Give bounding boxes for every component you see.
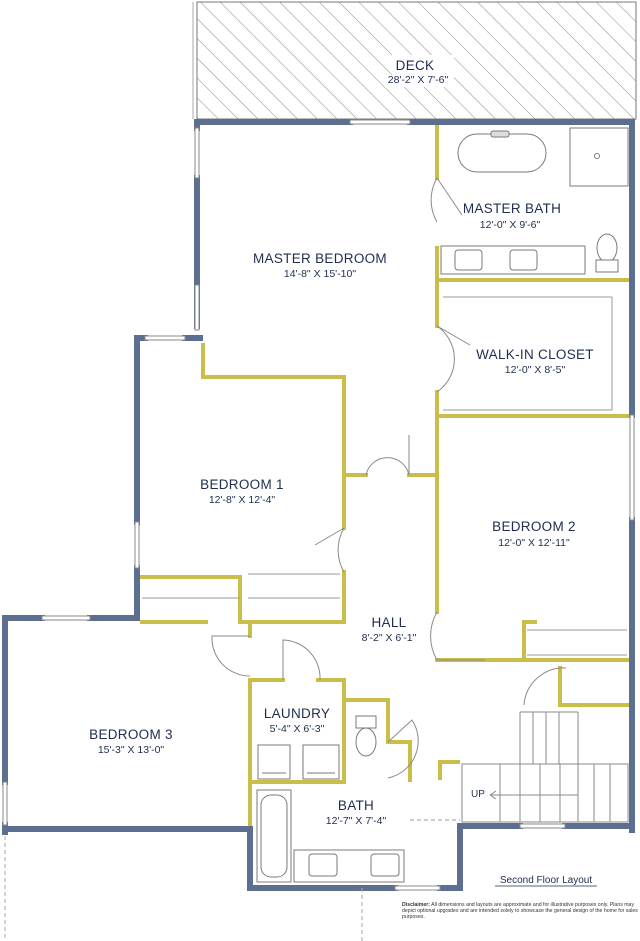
master-bedroom-dims: 14'-8" X 15'-10" <box>284 268 356 280</box>
bath-fixtures <box>256 789 405 883</box>
bedroom1-name: BEDROOM 1 <box>200 477 284 492</box>
laundry-name: LAUNDRY <box>264 706 330 721</box>
deck-name: DECK <box>396 58 435 73</box>
hall-dims: 8'-2" X 6'-1" <box>362 632 417 644</box>
walkin-closet-name: WALK-IN CLOSET <box>476 347 594 362</box>
staircase <box>461 711 629 823</box>
exterior-walls <box>2 119 635 891</box>
laundry-fixtures <box>257 744 340 780</box>
disclaimer-label: Disclaimer: <box>402 902 430 908</box>
porch-outline <box>4 836 363 941</box>
closet-details <box>142 296 627 656</box>
walkin-closet-dims: 12'-0" X 8'-5" <box>505 364 566 376</box>
master-bath-name: MASTER BATH <box>463 201 561 216</box>
master-bath-fixtures <box>440 127 629 275</box>
laundry-dims: 5'-4" X 6'-3" <box>270 723 325 735</box>
master-bath-dims: 12'-0" X 9'-6" <box>480 219 541 231</box>
bath-dims: 12'-7" X 7'-4" <box>326 815 387 827</box>
deck-dims: 28'-2" X 7'-6" <box>388 74 449 86</box>
bedroom2-name: BEDROOM 2 <box>492 519 576 534</box>
stairs-up-label: UP <box>471 789 485 800</box>
bath-name: BATH <box>338 798 374 813</box>
toilet-fixture <box>355 715 377 757</box>
windows <box>2 119 635 891</box>
room-labels: DECK 28'-2" X 7'-6" MASTER BEDROOM 14'-8… <box>89 58 594 827</box>
bedroom1-dims: 12'-8" X 12'-4" <box>209 494 276 506</box>
master-bedroom-name: MASTER BEDROOM <box>253 251 387 266</box>
disclaimer-text: All dimensions and layouts are approxima… <box>402 902 638 921</box>
bedroom2-dims: 12'-0" X 12'-11" <box>498 537 570 549</box>
bedroom3-name: BEDROOM 3 <box>89 727 173 742</box>
plan-title: Second Floor Layout <box>500 875 593 886</box>
deck <box>196 1 637 120</box>
door-swings <box>211 177 567 779</box>
bedroom3-dims: 15'-3" X 13'-0" <box>98 744 165 756</box>
interior-walls <box>140 122 632 888</box>
hall-name: HALL <box>372 615 407 630</box>
disclaimer: Disclaimer: All dimensions and layouts a… <box>402 902 638 921</box>
